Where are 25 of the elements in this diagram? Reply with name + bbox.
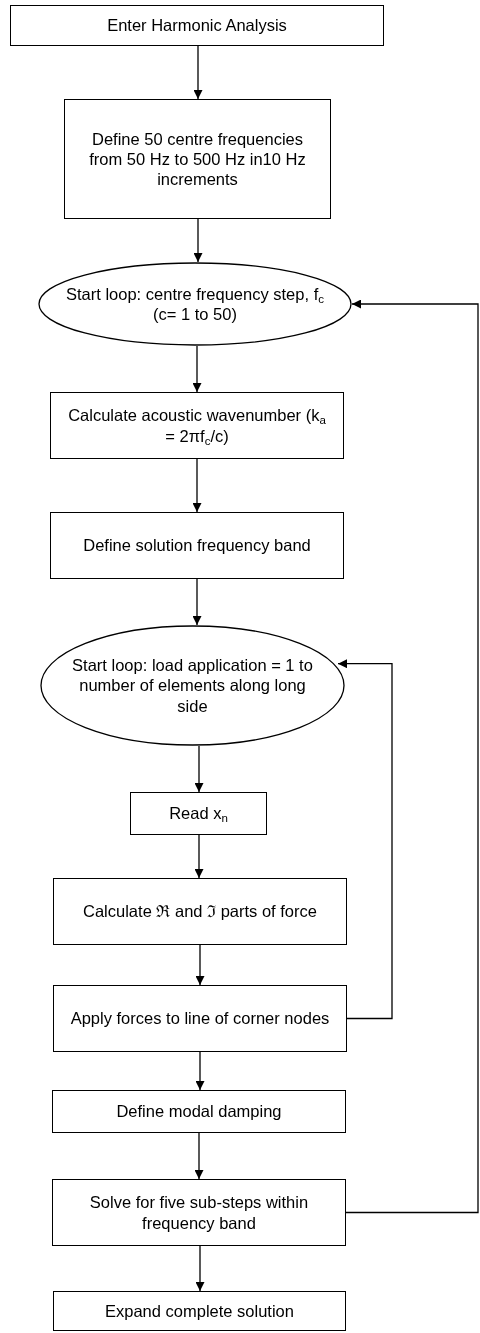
arrow [193,218,203,263]
arrow [192,578,202,626]
process-box: Read x$_{n}$ [130,792,267,835]
arrow [194,834,204,879]
loop-start-ellipse: Start loop: load application = 1 to number of elements along long side [40,625,345,746]
arrow [194,1132,204,1180]
loop-start-ellipse: Start loop: centre frequency step, f$_{c}$ (c= 1 to 50) [38,262,352,346]
process-box: Solve for five sub-steps within frequency band [52,1179,346,1246]
arrow [195,1051,205,1091]
process-box: Calculate ℜ and ℑ parts of force [53,878,347,945]
arrow [345,299,479,1214]
arrow [194,745,204,793]
process-box: Calculate acoustic wavenumber (k$_{a}$ = 2πf$_{c}$/c) [50,392,344,459]
arrow [192,458,202,513]
arrow [195,944,205,986]
arrow [192,345,202,393]
process-box: Define modal damping [52,1090,346,1133]
process-box: Define solution frequency band [50,512,344,579]
process-box: Apply forces to line of corner nodes [53,985,347,1052]
process-box: Expand complete solution [53,1291,346,1331]
arrow [193,45,203,100]
process-box: Define 50 centre frequencies from 50 Hz to 500 Hz in10 Hz increments [64,99,331,219]
process-box: Enter Harmonic Analysis [10,5,384,46]
arrow [195,1245,205,1292]
arrow [337,659,393,1020]
